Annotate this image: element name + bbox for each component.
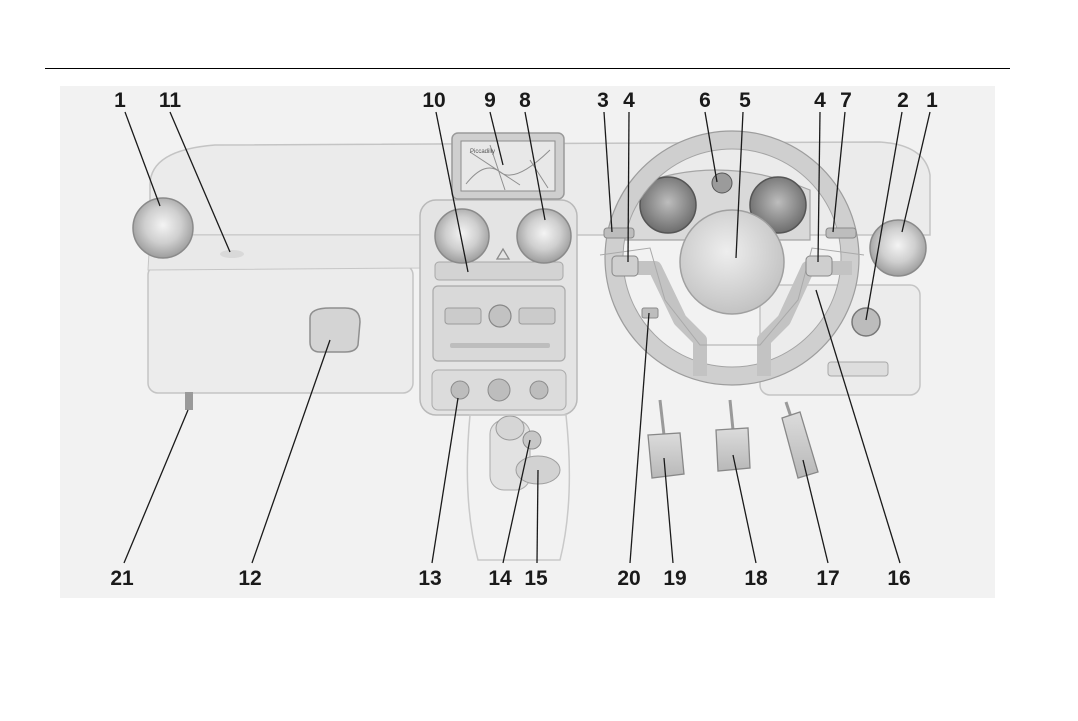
radio-volume-knob-icon — [489, 305, 511, 327]
callout-8: 8 — [519, 89, 531, 112]
climate-knob-center-icon — [488, 379, 510, 401]
callout-20: 20 — [617, 567, 640, 590]
lower-storage-tray — [828, 362, 888, 376]
callout-15: 15 — [524, 567, 548, 590]
callout-17: 17 — [816, 567, 839, 590]
leader-line-1-left — [125, 112, 160, 206]
leader-line-17 — [803, 460, 828, 563]
callout-2: 2 — [897, 89, 909, 112]
brand-logo-icon — [712, 173, 732, 193]
callout-4-left: 4 — [623, 89, 635, 112]
callout-3: 3 — [597, 89, 609, 112]
callout-1-right: 1 — [926, 89, 938, 112]
airbag-label — [220, 250, 244, 258]
clutch-pedal-icon — [648, 433, 684, 478]
steering-column-adjust-lever — [642, 308, 658, 318]
clutch-pedal-arm — [660, 400, 664, 435]
wiper-lever-icon — [826, 228, 856, 238]
gear-knob-icon — [496, 416, 524, 440]
ignition-switch-icon — [852, 308, 880, 336]
top-callouts: 1 11 10 9 8 3 4 6 5 4 7 2 1 — [114, 89, 938, 112]
callout-16: 16 — [887, 567, 910, 590]
callout-19: 19 — [663, 567, 686, 590]
turn-signal-lever-icon — [604, 228, 634, 238]
brake-pedal-arm — [730, 400, 733, 430]
leader-line-13 — [432, 398, 458, 563]
callout-11: 11 — [159, 89, 182, 112]
callout-4-right: 4 — [814, 89, 826, 112]
steering-controls-left-icon — [612, 256, 638, 276]
callout-9: 9 — [484, 89, 496, 112]
side-vent-left-icon — [133, 198, 193, 258]
steering-controls-right-icon — [806, 256, 832, 276]
radio-preset-buttons-left — [445, 308, 481, 324]
leader-line-21 — [124, 410, 188, 563]
bonnet-release-lever — [185, 392, 193, 410]
passenger-lower-panel — [148, 265, 413, 393]
leader-line-18 — [733, 455, 756, 563]
climate-knob-left-icon — [451, 381, 469, 399]
callout-10: 10 — [422, 89, 445, 112]
callout-13: 13 — [418, 567, 441, 590]
callout-12: 12 — [238, 567, 261, 590]
hazard-switch-row — [435, 262, 563, 280]
leader-line-20 — [630, 313, 649, 563]
center-vent-left-icon — [435, 209, 489, 263]
callout-21: 21 — [110, 567, 134, 590]
callout-18: 18 — [744, 567, 768, 590]
cd-slot — [450, 343, 550, 348]
callout-5: 5 — [739, 89, 751, 112]
horn-pad-icon — [680, 210, 784, 314]
radio-preset-buttons-right — [519, 308, 555, 324]
callout-6: 6 — [699, 89, 711, 112]
power-outlet-icon — [523, 431, 541, 449]
screen-title: Piccadilly — [470, 149, 495, 155]
glovebox-handle — [310, 308, 360, 352]
callout-7: 7 — [840, 89, 852, 112]
climate-knob-right-icon — [530, 381, 548, 399]
brake-pedal-icon — [716, 428, 750, 471]
callout-14: 14 — [488, 567, 512, 590]
accelerator-pedal-icon — [782, 412, 818, 478]
bottom-callouts: 21 12 13 14 15 20 19 18 17 16 — [110, 567, 910, 590]
callout-1-left: 1 — [114, 89, 126, 112]
